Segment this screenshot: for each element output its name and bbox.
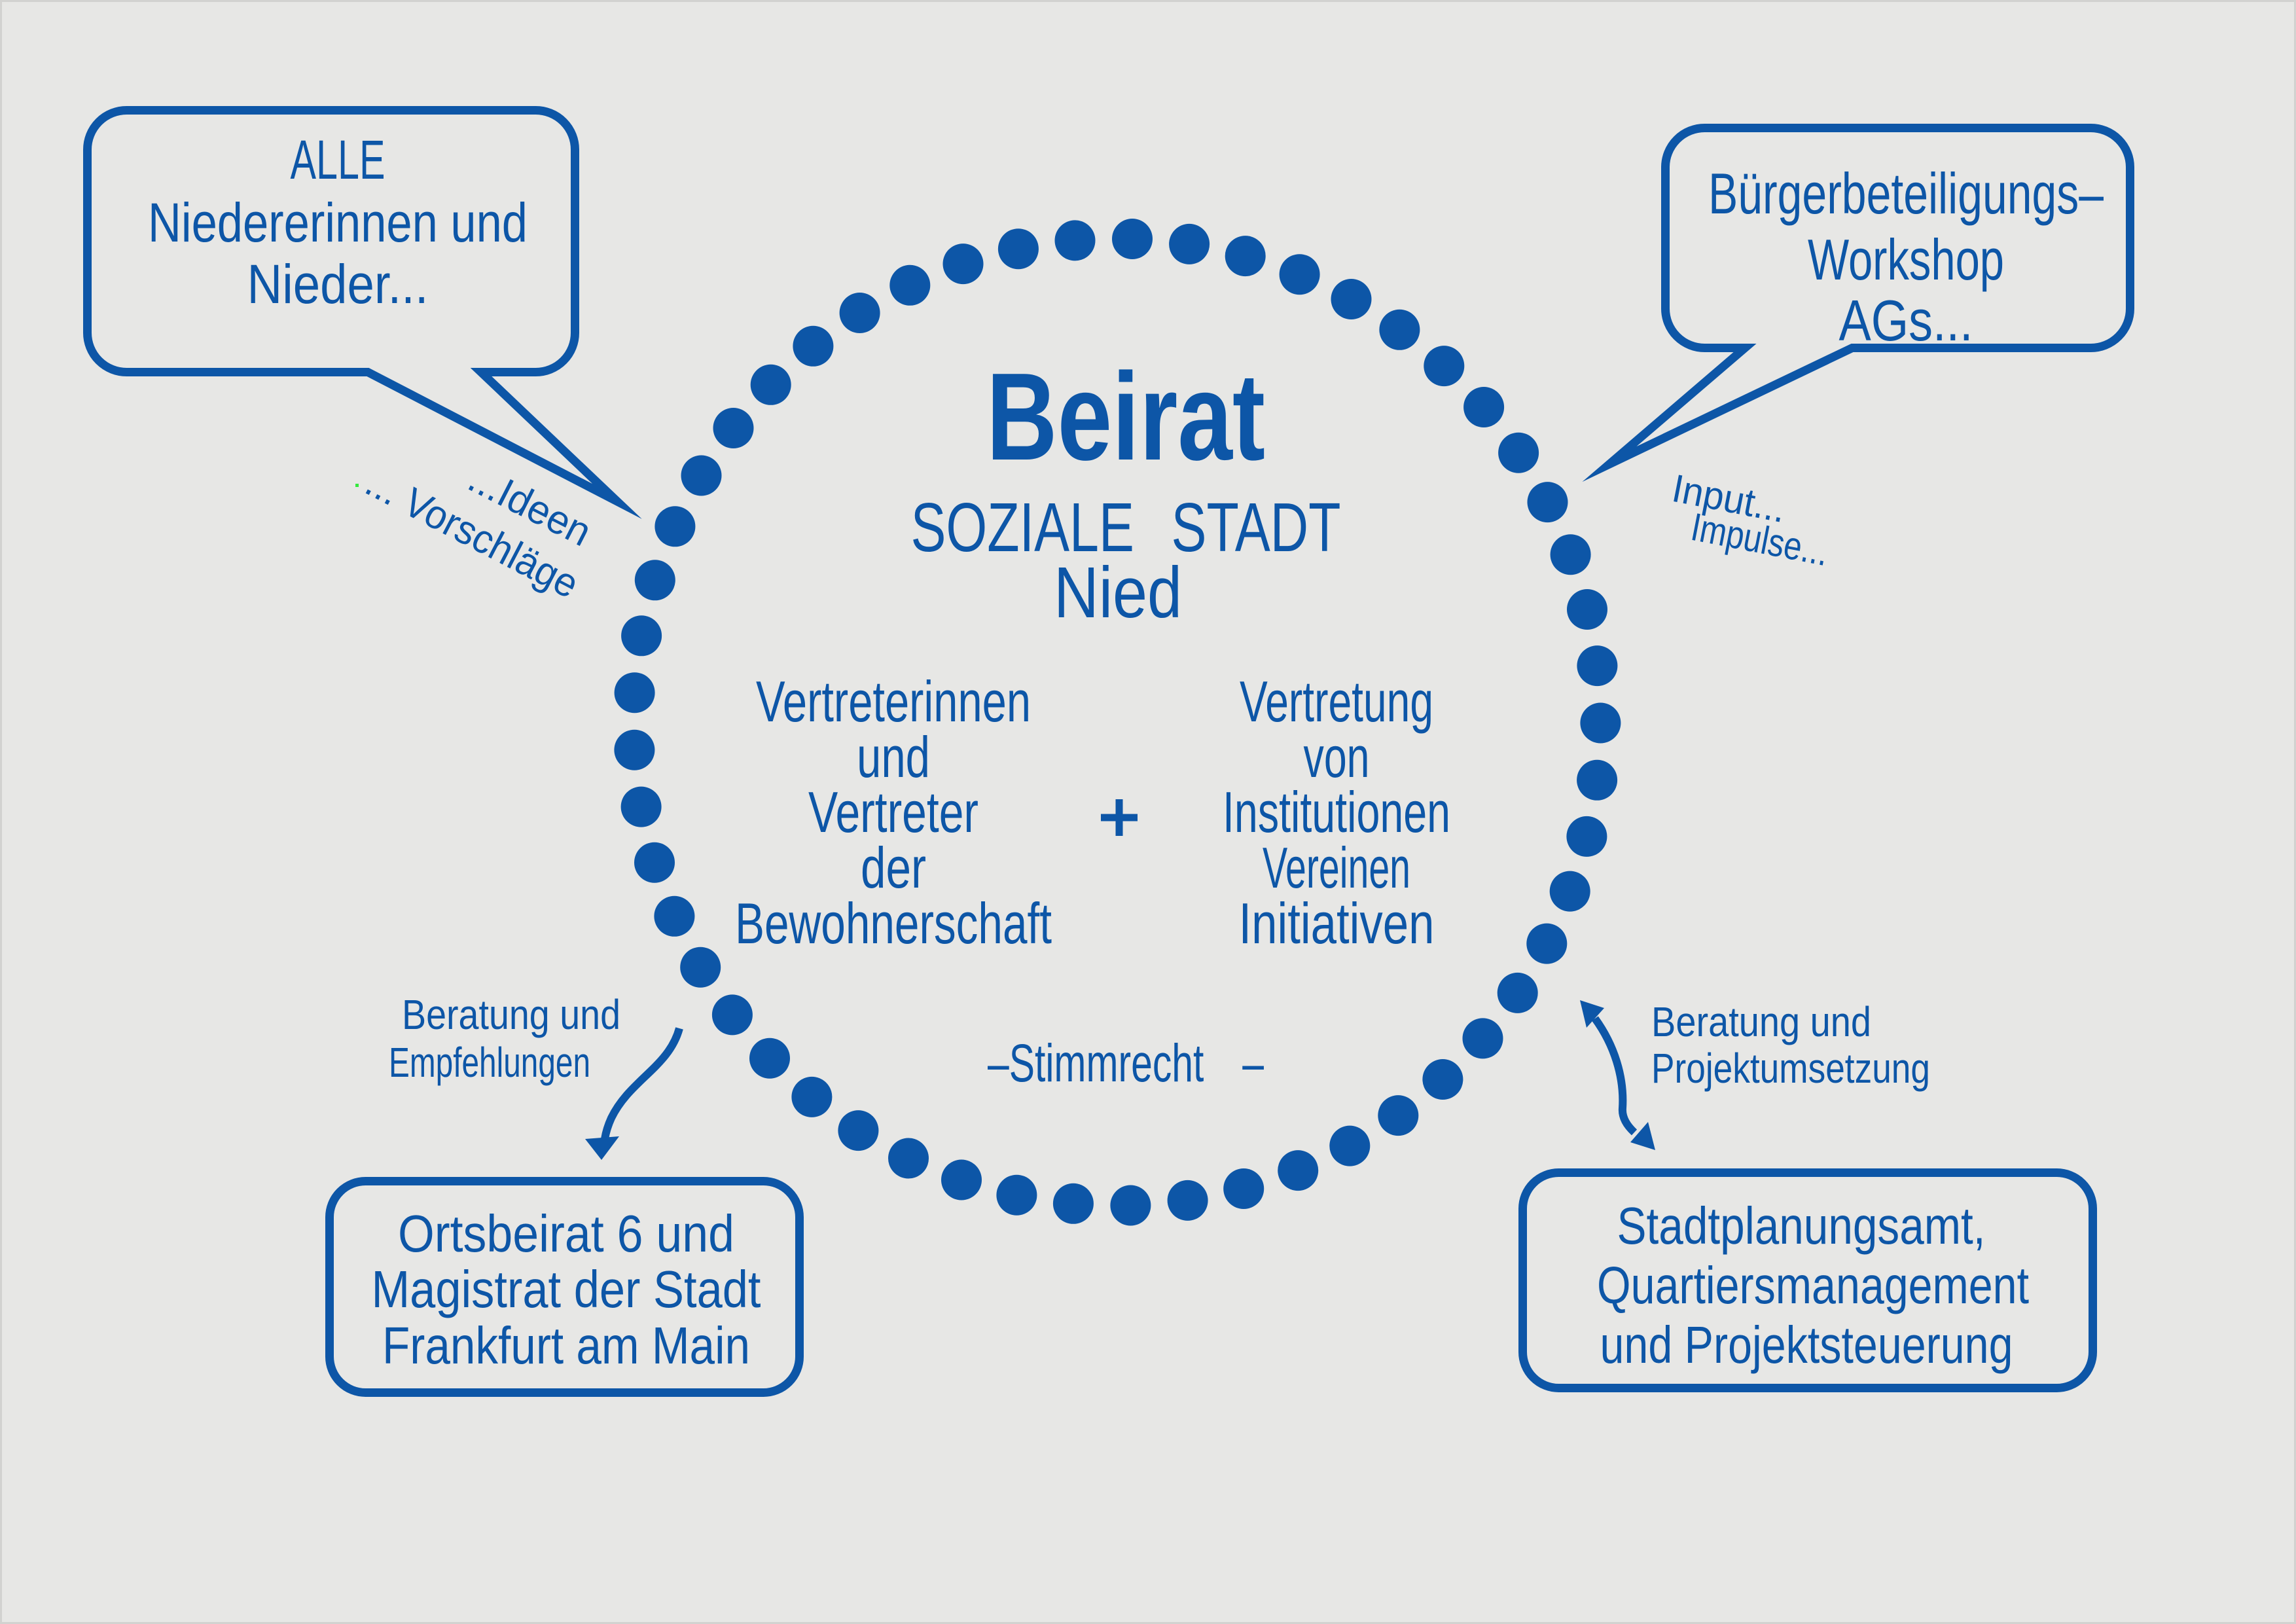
svg-text:Quartiersmanagement: Quartiersmanagement: [1597, 1256, 2029, 1314]
svg-text:Stadtplanungsamt,: Stadtplanungsamt,: [1617, 1197, 1986, 1255]
svg-text:Bewohnerschaft: Bewohnerschaft: [735, 891, 1052, 956]
svg-text:Vertretung: Vertretung: [1240, 669, 1433, 734]
svg-text:Empfehlungen: Empfehlungen: [389, 1039, 590, 1086]
svg-text:Vertreterinnen: Vertreterinnen: [756, 669, 1031, 734]
svg-text:SOZIALE STADT: SOZIALE STADT: [911, 489, 1341, 566]
svg-text:Bürgerbeteiligungs–: Bürgerbeteiligungs–: [1708, 161, 2104, 226]
svg-text:Nieder...: Nieder...: [247, 253, 429, 315]
svg-text:AGs...: AGs...: [1839, 288, 1973, 353]
svg-text:von: von: [1304, 725, 1370, 789]
svg-text:Niedererinnen und: Niedererinnen und: [148, 192, 528, 253]
svg-text:Workshop: Workshop: [1808, 227, 2004, 292]
svg-text:und Projektsteuerung: und Projektsteuerung: [1600, 1316, 2013, 1374]
svg-text:Magistrat der Stadt: Magistrat der Stadt: [372, 1260, 761, 1318]
svg-text:Initiativen: Initiativen: [1239, 891, 1435, 956]
svg-text:Institutionen: Institutionen: [1223, 780, 1450, 844]
svg-text:ALLE: ALLE: [291, 129, 386, 190]
svg-text:Vereinen: Vereinen: [1263, 835, 1410, 900]
svg-text:der: der: [861, 835, 926, 900]
svg-text:–Stimmrecht –: –Stimmrecht –: [988, 1034, 1264, 1093]
svg-text:Projektumsetzung: Projektumsetzung: [1651, 1045, 1930, 1092]
svg-text:Frankfurt am Main: Frankfurt am Main: [382, 1316, 750, 1375]
svg-text:Nied: Nied: [1054, 552, 1182, 633]
svg-text:Beratung und: Beratung und: [402, 991, 620, 1038]
svg-text:und: und: [857, 725, 930, 789]
svg-text:Beirat: Beirat: [986, 348, 1265, 486]
svg-text:Vertreter: Vertreter: [808, 780, 978, 844]
svg-text:Beratung und: Beratung und: [1651, 998, 1871, 1045]
svg-text:Ortsbeirat 6 und: Ortsbeirat 6 und: [398, 1204, 734, 1263]
